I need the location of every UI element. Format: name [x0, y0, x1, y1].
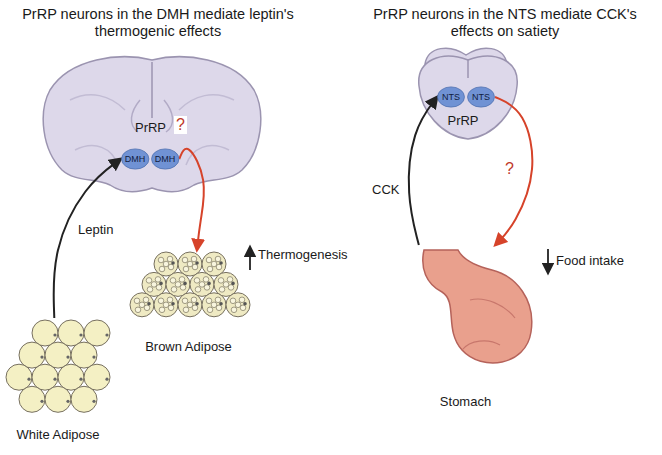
- brown-adipocyte: [214, 272, 238, 296]
- connector-arrow: [54, 159, 121, 318]
- node-caption: PrRP: [408, 114, 518, 129]
- white-adipocyte: [45, 386, 71, 412]
- white-adipocytes: [6, 320, 110, 412]
- edge-label: Leptin: [76, 222, 115, 237]
- down-arrow: [547, 249, 549, 273]
- brown-adipocyte: [178, 252, 202, 276]
- effect-label: Food intake: [556, 253, 656, 269]
- brown-adipocyte: [154, 293, 178, 317]
- edge-label: CCK: [370, 182, 401, 197]
- white-adipocyte: [6, 364, 32, 390]
- edge-label: ?: [503, 160, 516, 178]
- edge-label: ?: [174, 116, 187, 134]
- nucleus-oval: DMH: [151, 148, 180, 170]
- white-adipocyte: [84, 320, 110, 346]
- white-adipocyte: [71, 386, 97, 412]
- brain-region: PrRP DMH DMH: [38, 55, 267, 195]
- white-adipocyte: [45, 342, 71, 368]
- node-caption: PrRP: [38, 121, 263, 136]
- nucleus-oval: NTS: [467, 86, 495, 108]
- connector-arrow: [179, 149, 204, 250]
- brown-adipocyte: [226, 293, 250, 317]
- brown-adipocyte: [130, 293, 154, 317]
- node-caption: Stomach: [398, 395, 533, 410]
- node-label: NTS: [472, 92, 490, 102]
- brown-adipocyte: [154, 252, 178, 276]
- white-adipose: White Adipose: [3, 318, 117, 445]
- effect-label: Thermogenesis: [258, 247, 378, 263]
- brown-adipocyte: [202, 293, 226, 317]
- connector-arrow: [495, 97, 532, 245]
- brown-adipocyte: [202, 252, 226, 276]
- brainstem-region: PrRP NTS NTS: [408, 48, 522, 140]
- nucleus-oval: NTS: [437, 86, 465, 108]
- stomach: Stomach: [398, 245, 537, 417]
- white-adipocyte: [19, 386, 45, 412]
- node-caption: Brown Adipose: [126, 340, 251, 355]
- white-adipocyte: [32, 364, 58, 390]
- connector-arrow: [409, 97, 437, 245]
- panel-title: PrRP neurons in the DMH mediate leptin's…: [8, 6, 308, 41]
- white-adipocyte: [71, 342, 97, 368]
- white-adipocyte: [58, 364, 84, 390]
- white-adipocyte: [32, 320, 58, 346]
- node-label: DMH: [155, 154, 176, 164]
- white-adipocyte: [84, 364, 110, 390]
- up-arrow: [249, 247, 251, 270]
- node-label: DMH: [125, 154, 146, 164]
- node-label: NTS: [442, 92, 460, 102]
- nucleus-oval: DMH: [121, 148, 150, 170]
- brown-adipocytes: [130, 252, 250, 317]
- brown-adipocyte: [190, 272, 214, 296]
- brown-adipocyte: [178, 293, 202, 317]
- white-adipocyte: [19, 342, 45, 368]
- brown-adipocyte: [142, 272, 166, 296]
- stomach-drawing: [423, 250, 532, 363]
- panel-title: PrRP neurons in the NTS mediate CCK's ef…: [355, 6, 655, 41]
- node-caption: White Adipose: [3, 428, 113, 443]
- white-adipocyte: [58, 320, 84, 346]
- brown-adipose: Brown Adipose: [126, 250, 255, 358]
- brown-adipocyte: [166, 272, 190, 296]
